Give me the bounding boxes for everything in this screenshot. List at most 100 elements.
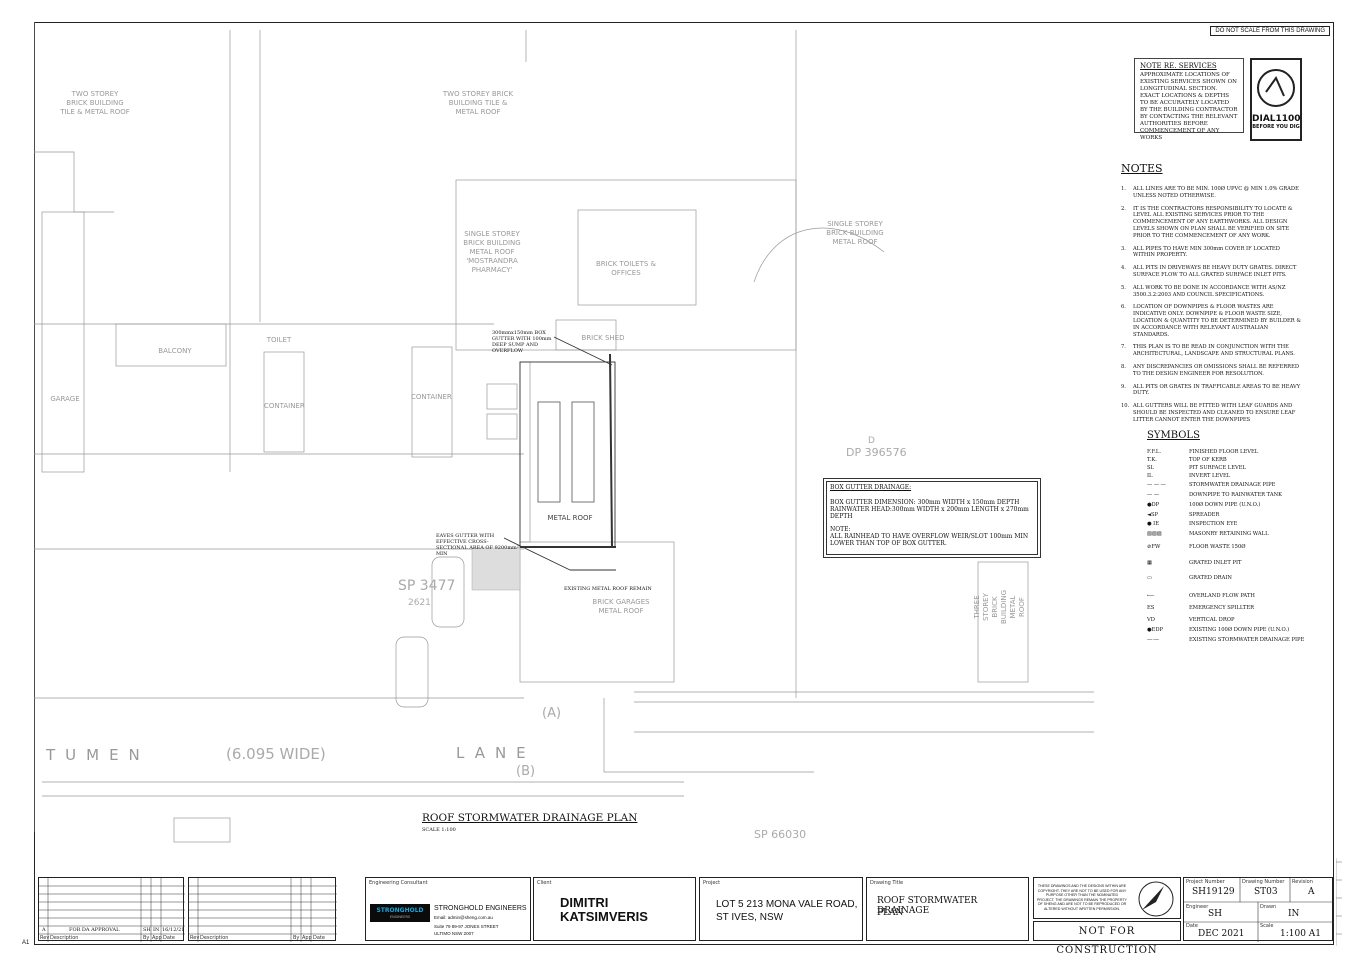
symbol-row: F.F.L.FINISHED FLOOR LEVEL (1147, 449, 1259, 455)
symbol-row: ▦GRATED INLET PIT (1147, 560, 1242, 566)
client-label: Client (537, 880, 552, 886)
building-label: SINGLE STOREY BRICK BUILDING METAL ROOF … (463, 230, 521, 274)
title-info-grid: Project Number SH19129 Drawing Number ST… (1183, 877, 1334, 942)
scale-label: Scale (1260, 923, 1274, 929)
drawing-title-label: Drawing Title (870, 880, 904, 886)
client-name-line2: KATSIMVERIS (560, 909, 648, 924)
note-item: 9.ALL PITS OR GRATES IN TRAFFICABLE AREA… (1121, 383, 1301, 397)
building-label: TOILET (266, 336, 292, 344)
plan-scale: SCALE 1:100 (422, 827, 456, 833)
symbol-row: T.K.TOP OF KERB (1147, 457, 1227, 463)
box-gutter-title: BOX GUTTER DRAINAGE: (830, 484, 912, 491)
street-width: (6.095 WIDE) (226, 745, 326, 763)
by-header: By (293, 935, 300, 941)
dial-before-you-dig-logo: DIAL1100 BEFORE YOU DIG (1250, 58, 1302, 141)
revision-description: FOR DA APPROVAL (69, 927, 120, 933)
do-not-scale-label: DO NOT SCALE FROM THIS DRAWING (1210, 26, 1330, 36)
engineer-value: SH (1208, 909, 1223, 919)
lot-label-sp-bottom: SP 66030 (754, 828, 807, 841)
note-item: 5.ALL WORK TO BE DONE IN ACCORDANCE WITH… (1121, 284, 1286, 298)
consultant-email: Email: admin@sheng.com.au (434, 915, 493, 920)
revision-label: Revision (1292, 879, 1313, 885)
dial-logo-icon (1257, 69, 1295, 107)
desc-header: Description (50, 935, 79, 941)
consultant-panel: Engineering Consultant STRONGHOLD ENGINE… (365, 877, 531, 941)
notes-list: 1.ALL LINES ARE TO BE MIN. 100Ø UPVC @ M… (1121, 186, 1301, 430)
box-gutter-note-label: NOTE: (830, 526, 851, 533)
engineer-label: Engineer (1186, 904, 1209, 910)
drawing-title-panel: Drawing Title ROOF STORMWATER DRAINAGE P… (866, 877, 1029, 941)
symbol-row: — — —STORMWATER DRAINAGE PIPE (1147, 482, 1276, 488)
revision-date: 16/12/21 (162, 927, 185, 933)
lot-label-sp-left-sub: 2621 (408, 598, 431, 608)
project-line2: ST IVES, NSW (716, 912, 784, 923)
scale-value: 1:100 A1 (1280, 929, 1322, 939)
note-item: 10.ALL GUTTERS WILL BE FITTED WITH LEAF … (1121, 403, 1296, 423)
metal-roof-label: METAL ROOF (547, 514, 593, 522)
rev-header: Rev (40, 935, 50, 941)
drawn-label: Drawn (1260, 904, 1277, 910)
drawing-frame (34, 22, 1334, 945)
box-gutter-callout: 300mmx150mm BOX GUTTER WITH 100mm DEEP S… (492, 330, 552, 354)
app-header: App (152, 935, 162, 941)
building-label: TWO STOREY BRICK BUILDING TILE & METAL R… (60, 90, 130, 116)
notes-title: NOTES (1121, 162, 1163, 175)
rev-header: Rev (190, 935, 200, 941)
revision-table-right: Rev Description By App Date (188, 877, 337, 942)
dial-sub: BEFORE YOU DIG (1252, 124, 1300, 130)
consultant-address-2: ULTIMO NSW 2007 (434, 931, 474, 936)
lot-label-sp-left: SP 3477 (398, 578, 456, 594)
consultant-name: STRONGHOLD ENGINEERS (434, 905, 527, 912)
drawing-number-label: Drawing Number (1242, 879, 1285, 885)
note-item: 2.IT IS THE CONTRACTORS RESPONSIBILITY T… (1121, 205, 1293, 239)
sheet-size-mark: A1 (22, 940, 30, 946)
date-label: Date (1186, 923, 1198, 929)
box-gutter-line1: BOX GUTTER DIMENSION: 300mm WIDTH x 150m… (830, 499, 1020, 506)
consultant-label: Engineering Consultant (369, 880, 428, 886)
revision-table-left: A FOR DA APPROVAL SH IN 16/12/21 Rev Des… (38, 877, 185, 942)
plan-title: ROOF STORMWATER DRAINAGE PLAN (422, 812, 638, 824)
building-label: SINGLE STOREY BRICK BUILDING METAL ROOF (826, 220, 884, 246)
box-gutter-note: ALL RAINHEAD TO HAVE OVERFLOW WEIR/SLOT … (830, 533, 1029, 547)
building-label: BRICK SHED (581, 334, 625, 342)
note-re-services: NOTE RE. SERVICES APPROXIMATE LOCATIONS … (1134, 58, 1244, 141)
box-gutter-drainage-note: BOX GUTTER DRAINAGE: BOX GUTTER DIMENSIO… (823, 478, 1041, 558)
date-header: Date (163, 935, 175, 941)
building-label: CONTAINER (264, 402, 305, 410)
lot-b-label: (B) (516, 764, 536, 779)
building-label: THREE STOREY BRICK BUILDING METAL ROOF (973, 590, 1026, 625)
stronghold-logo: STRONGHOLD ENGINEERS (370, 904, 430, 922)
by-header: By (143, 935, 150, 941)
box-gutter-line2: RAINWATER HEAD:300mm WIDTH x 200mm LENGT… (830, 506, 1029, 520)
symbol-row: —·—EXISTING STORMWATER DRAINAGE PIPE (1147, 637, 1305, 643)
existing-roof-callout: EXISTING METAL ROOF REMAIN (564, 586, 652, 592)
scale-bar (1336, 858, 1342, 946)
dial-number: DIAL1100 (1252, 114, 1301, 124)
building-label: BALCONY (158, 347, 192, 355)
street-name: TUMEN (46, 746, 150, 764)
drawing-title-line2: PLAN (877, 908, 904, 918)
drawing-title-line1: ROOF STORMWATER DRAINAGE (877, 896, 978, 916)
copyright-panel: THESE DRAWINGS AND THE DESIGNS WITHIN AR… (1033, 877, 1181, 919)
symbol-row: ▨▨▨MASONRY RETAINING WALL (1147, 531, 1269, 537)
drawn-value: IN (1288, 909, 1300, 919)
project-label: Project (703, 880, 721, 886)
building-label: CONTAINER (411, 393, 452, 401)
project-line1: LOT 5 213 MONA VALE ROAD, (716, 899, 858, 910)
revision-app: IN (153, 927, 160, 933)
revision-by: SH (143, 927, 151, 933)
revision-value: A (1308, 887, 1315, 897)
north-arrow-icon (1138, 881, 1174, 917)
project-number: SH19129 (1192, 887, 1235, 897)
lot-label-d: D (868, 436, 875, 446)
symbol-row: — —DOWNPIPE TO RAINWATER TANK (1147, 492, 1283, 498)
note-item: 3.ALL PIPES TO HAVE MIN 300mm COVER IF L… (1121, 245, 1280, 259)
client-panel: Client DIMITRI KATSIMVERIS (533, 877, 696, 941)
lot-a-label: (A) (542, 706, 562, 721)
